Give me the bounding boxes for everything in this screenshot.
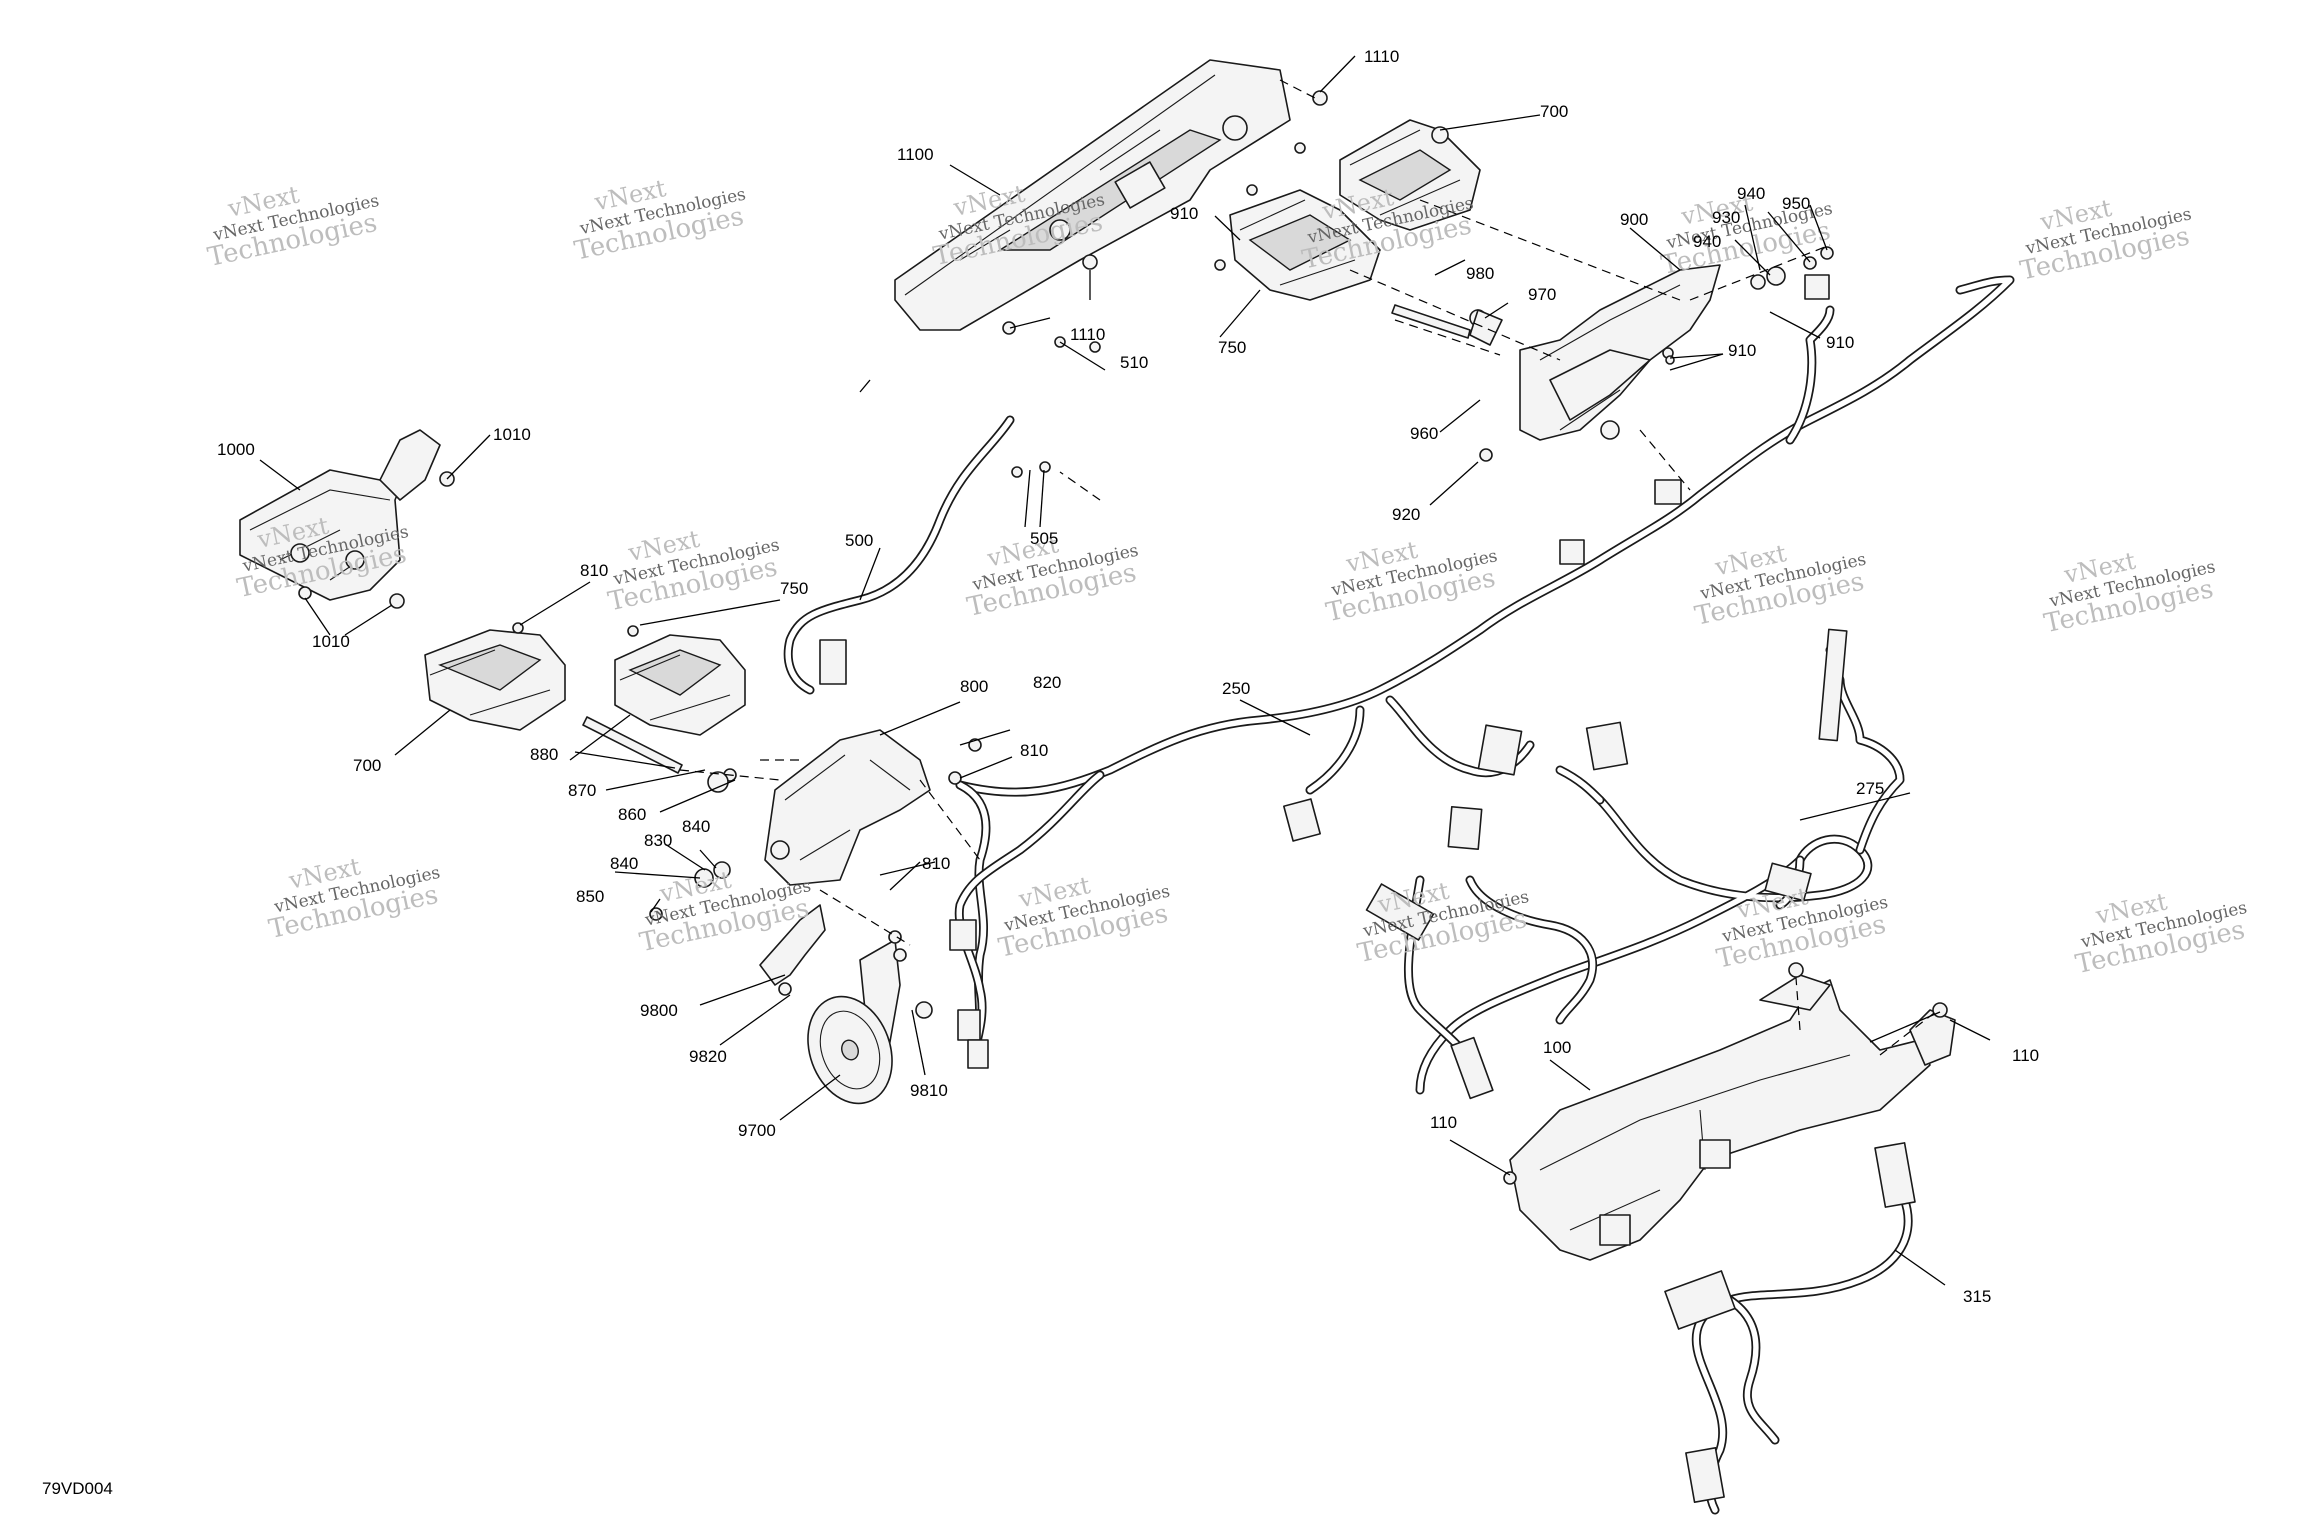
callout-9810: 9810 xyxy=(910,1081,948,1100)
instrument-cluster-1100 xyxy=(894,59,1291,331)
callout-910: 910 xyxy=(1728,341,1756,360)
callout-920: 920 xyxy=(1392,505,1420,524)
callout-700: 700 xyxy=(1540,102,1568,121)
callout-860: 860 xyxy=(618,805,646,824)
harness-connectors xyxy=(819,274,1916,1504)
headlight-bracket-800 xyxy=(764,729,931,886)
callout-1010: 1010 xyxy=(493,425,531,444)
callout-850: 850 xyxy=(576,887,604,906)
figure-id: 79VD004 xyxy=(42,1479,113,1498)
headlight-bracket-900 xyxy=(1519,264,1721,441)
callout-510: 510 xyxy=(1120,353,1148,372)
callout-750: 750 xyxy=(1218,338,1246,357)
fasteners xyxy=(298,90,1948,1185)
callout-820: 820 xyxy=(1033,673,1061,692)
callout-910: 910 xyxy=(1170,204,1198,223)
callout-940: 940 xyxy=(1693,232,1721,251)
callout-810: 810 xyxy=(1020,741,1048,760)
callout-500: 500 xyxy=(845,531,873,550)
callout-9800: 9800 xyxy=(640,1001,678,1020)
callout-960: 960 xyxy=(1410,424,1438,443)
callout-940: 940 xyxy=(1737,184,1765,203)
watermark-13: vNext vNext Technologies Technologies xyxy=(2041,547,2217,640)
callout-leaders xyxy=(259,55,1991,1286)
headlight-700-right xyxy=(1339,119,1481,231)
headlight-750-left xyxy=(614,634,746,736)
watermark-1: vNext vNext Technologies Technologies xyxy=(205,180,381,273)
watermark-12: vNext vNext Technologies Technologies xyxy=(1692,539,1868,632)
watermark-6: vNext vNext Technologies Technologies xyxy=(2018,194,2194,287)
harness-275 xyxy=(1403,645,1905,1095)
callout-880: 880 xyxy=(530,745,558,764)
harness-500 xyxy=(783,415,1015,695)
callout-930: 930 xyxy=(1712,208,1740,227)
callout-labels: 1110 1100 700 1110 510 910 750 980 970 9… xyxy=(217,47,2039,1306)
callout-1110: 1110 xyxy=(1070,325,1105,344)
watermark-2: vNext vNext Technologies Technologies xyxy=(572,174,748,267)
harness-315 xyxy=(1691,1175,1913,1515)
watermark-18: vNext vNext Technologies Technologies xyxy=(1714,882,1890,975)
callout-840: 840 xyxy=(610,854,638,873)
callout-750: 750 xyxy=(780,579,808,598)
callout-700: 700 xyxy=(353,756,381,775)
callout-970: 970 xyxy=(1528,285,1556,304)
callout-810: 810 xyxy=(922,854,950,873)
callout-110: 110 xyxy=(1430,1113,1457,1132)
callout-1010: 1010 xyxy=(312,632,350,651)
callout-910: 910 xyxy=(1826,333,1854,352)
watermark-17: vNext vNext Technologies Technologies xyxy=(1355,876,1531,969)
callout-505: 505 xyxy=(1030,529,1058,548)
callout-840: 840 xyxy=(682,817,710,836)
callout-1100: 1100 xyxy=(897,145,934,164)
assembly-lines xyxy=(679,79,1939,1056)
callout-9820: 9820 xyxy=(689,1047,727,1066)
callout-810: 810 xyxy=(580,561,608,580)
watermark-14: vNext vNext Technologies Technologies xyxy=(266,852,442,945)
watermark-19: vNext vNext Technologies Technologies xyxy=(2073,887,2249,980)
headlight-700-left xyxy=(424,629,566,731)
callout-900: 900 xyxy=(1620,210,1648,229)
callout-9700: 9700 xyxy=(738,1121,776,1140)
callout-275: 275 xyxy=(1856,779,1884,798)
callout-1000: 1000 xyxy=(217,440,255,459)
horn-9700 xyxy=(807,995,893,1105)
mirror-bracket-1000 xyxy=(239,429,441,601)
callout-800: 800 xyxy=(960,677,988,696)
harness-250 xyxy=(955,275,2015,1045)
callout-110: 110 xyxy=(2012,1046,2039,1065)
callout-250: 250 xyxy=(1222,679,1250,698)
callout-100: 100 xyxy=(1543,1038,1571,1057)
callout-830: 830 xyxy=(644,831,672,850)
callout-315: 315 xyxy=(1963,1287,1991,1306)
callout-1110: 1110 xyxy=(1364,47,1399,66)
harness-front-branch xyxy=(954,770,1105,1055)
electrical-mount-100 xyxy=(1509,974,1956,1261)
callout-870: 870 xyxy=(568,781,596,800)
watermark-16: vNext vNext Technologies Technologies xyxy=(996,871,1172,964)
watermark-9: vNext vNext Technologies Technologies xyxy=(605,525,781,618)
watermark-11: vNext vNext Technologies Technologies xyxy=(1323,536,1499,629)
callout-950: 950 xyxy=(1782,194,1810,213)
watermarks: vNext vNext Technologies Technologies vN… xyxy=(205,174,2249,980)
callout-980: 980 xyxy=(1466,264,1494,283)
headlight-750-right xyxy=(1229,189,1381,301)
